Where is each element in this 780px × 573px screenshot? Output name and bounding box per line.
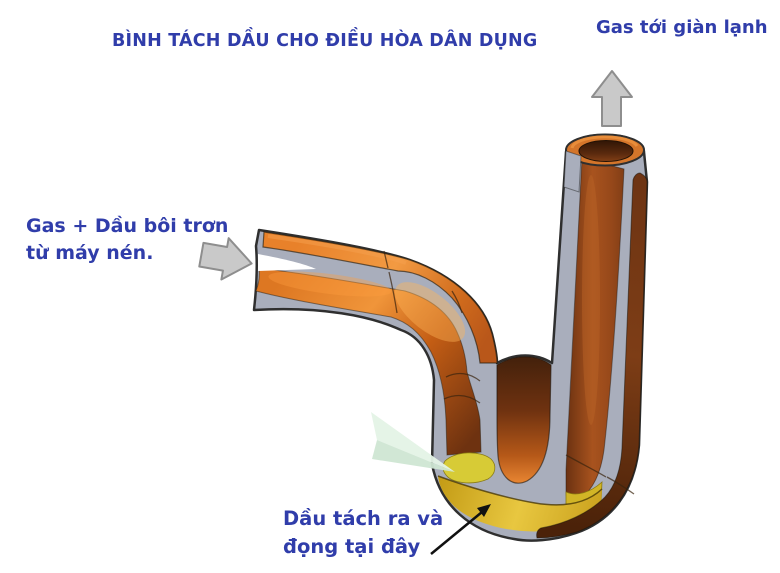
- diagram-title: BÌNH TÁCH DẦU CHO ĐIỀU HÒA DÂN DỤNG: [112, 31, 538, 51]
- u-bend-arch: [496, 356, 552, 484]
- inlet-gas-oil-label: Gas + Dầu bôi trơn từ máy nén.: [26, 213, 228, 267]
- inlet-flow-arrow: [198, 237, 253, 281]
- oil-highlight-wedge: [371, 412, 455, 472]
- green-wedge-lower: [372, 440, 455, 472]
- rim-cut-face: [563, 150, 582, 193]
- oil-collection-label: Dầu tách ra và đọng tại đây: [283, 505, 443, 561]
- inlet-highlight: [268, 271, 392, 297]
- oil-pointer-arrow: [430, 504, 491, 555]
- inlet-label-line2: từ máy nén.: [26, 242, 154, 264]
- pipe-outer-wall-right: [536, 172, 648, 539]
- strip-highlight: [267, 234, 407, 265]
- oil-label-line1: Dầu tách ra và: [283, 507, 444, 530]
- up-arrow-icon: [591, 70, 633, 127]
- pipe-seam-lines: [383, 250, 635, 495]
- pipe-cutaway-art: [252, 133, 649, 542]
- elbow-highlight: [394, 282, 466, 342]
- right-arrow-icon: [198, 237, 253, 281]
- outlet-gas-label: Gas tới giàn lạnh: [596, 17, 768, 38]
- oil-surface-left: [442, 452, 496, 484]
- outlet-flow-arrow: [591, 70, 633, 127]
- vertical-pipe-highlight: [582, 175, 600, 425]
- oil-level-line: [437, 475, 603, 506]
- pipe-outer-surface: [262, 231, 498, 364]
- green-wedge-upper: [371, 412, 455, 472]
- oil-label-line2: đọng tại đây: [283, 535, 421, 558]
- pointer-line: [430, 511, 483, 555]
- inlet-opening-gap: [258, 254, 316, 271]
- rim-highlight: [570, 135, 639, 149]
- inlet-label-line1: Gas + Dầu bôi trơn: [26, 215, 229, 237]
- pipe-interior: [255, 267, 482, 456]
- pointer-head: [477, 504, 491, 517]
- pipe-bore: [578, 140, 634, 162]
